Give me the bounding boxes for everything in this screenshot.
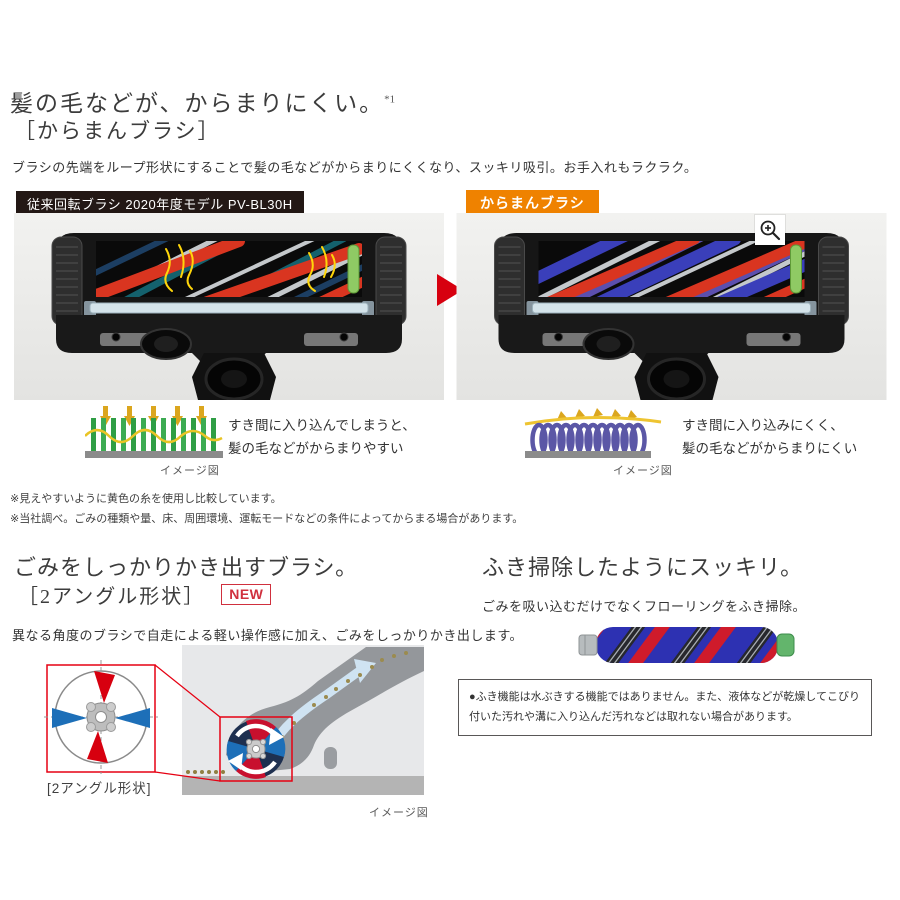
brush-roll-image	[572, 622, 802, 675]
after-photo[interactable]	[455, 213, 888, 400]
magnifier-plus-icon	[760, 220, 781, 241]
wipe-note-box: ●ふき機能は水ぶきする機能ではありません。また、液体などが乾燥してこびり付いた汚…	[458, 679, 872, 736]
straight-bristles-diagram	[84, 406, 223, 458]
section1-subtitle: ［からまんブラシ］	[14, 119, 221, 143]
footnote-2: ※当社調べ。ごみの種類や量、床、周囲環境、運転モードなどの条件によってからまる場…	[10, 512, 524, 525]
section3-lead: ごみを吸い込むだけでなくフローリングをふき掃除。	[482, 599, 807, 614]
section2-subtitle-row: ［2アングル形状］ NEW	[18, 580, 272, 609]
footnote-1: ※見えやすいように黄色の糸を使用し比較しています。	[10, 493, 282, 505]
section1-title-text: 髪の毛などが、からまりにくい。	[10, 91, 385, 116]
brush-roll-photo	[578, 627, 795, 663]
before-desc-line2: 髪の毛などがからまりやすい	[228, 440, 404, 456]
before-desc: すき間に入り込んでしまうと、 髪の毛などがからまりやすい	[228, 415, 416, 461]
section2-subtitle: ［2アングル形状］	[18, 586, 206, 608]
after-illustration	[523, 406, 663, 465]
two-angle-diagram-caption: イメージ図	[369, 807, 429, 819]
before-illustration	[84, 406, 225, 465]
after-desc-line2: 髪の毛などがからまりにくい	[682, 440, 858, 456]
after-label: からまんブラシ	[466, 190, 599, 216]
new-badge: NEW	[221, 584, 272, 605]
section1-title: 髪の毛などが、からまりにくい。*1	[10, 84, 395, 118]
vacuum-head-after-image	[456, 213, 887, 400]
two-angle-diagram-label: [2アングル形状]	[47, 781, 152, 796]
before-label: 従来回転ブラシ 2020年度モデル PV-BL30H	[16, 191, 304, 216]
zoom-button[interactable]	[755, 215, 785, 245]
section2-title: ごみをしっかりかき出すブラシ。	[14, 555, 359, 580]
section1-title-footnote-mark: *1	[384, 93, 396, 106]
section3-title: ふき掃除したようにスッキリ。	[482, 555, 804, 580]
footnotes: ※見えやすいように黄色の糸を使用し比較しています。 ※当社調べ。ごみの種類や量、…	[10, 490, 523, 530]
section1-lead: ブラシの先端をループ形状にすることで髪の毛などがからまりにくくなり、スッキリ吸引…	[12, 160, 698, 175]
section2-lead: 異なる角度のブラシで自走による軽い操作感に加え、ごみをしっかりかき出します。	[12, 628, 524, 643]
two-angle-diagram	[14, 645, 434, 802]
before-desc-line1: すき間に入り込んでしまうと、	[228, 418, 416, 433]
before-photo	[14, 213, 444, 400]
vacuum-head-before-image	[14, 213, 444, 400]
after-desc: すき間に入り込みにくく、 髪の毛などがからまりにくい	[682, 415, 857, 461]
after-illustration-caption: イメージ図	[613, 465, 673, 477]
two-angle-cross-section-diagram	[44, 645, 424, 795]
after-desc-line1: すき間に入り込みにくく、	[682, 418, 844, 433]
loop-bristles-diagram	[524, 408, 662, 458]
before-illustration-caption: イメージ図	[160, 465, 220, 477]
